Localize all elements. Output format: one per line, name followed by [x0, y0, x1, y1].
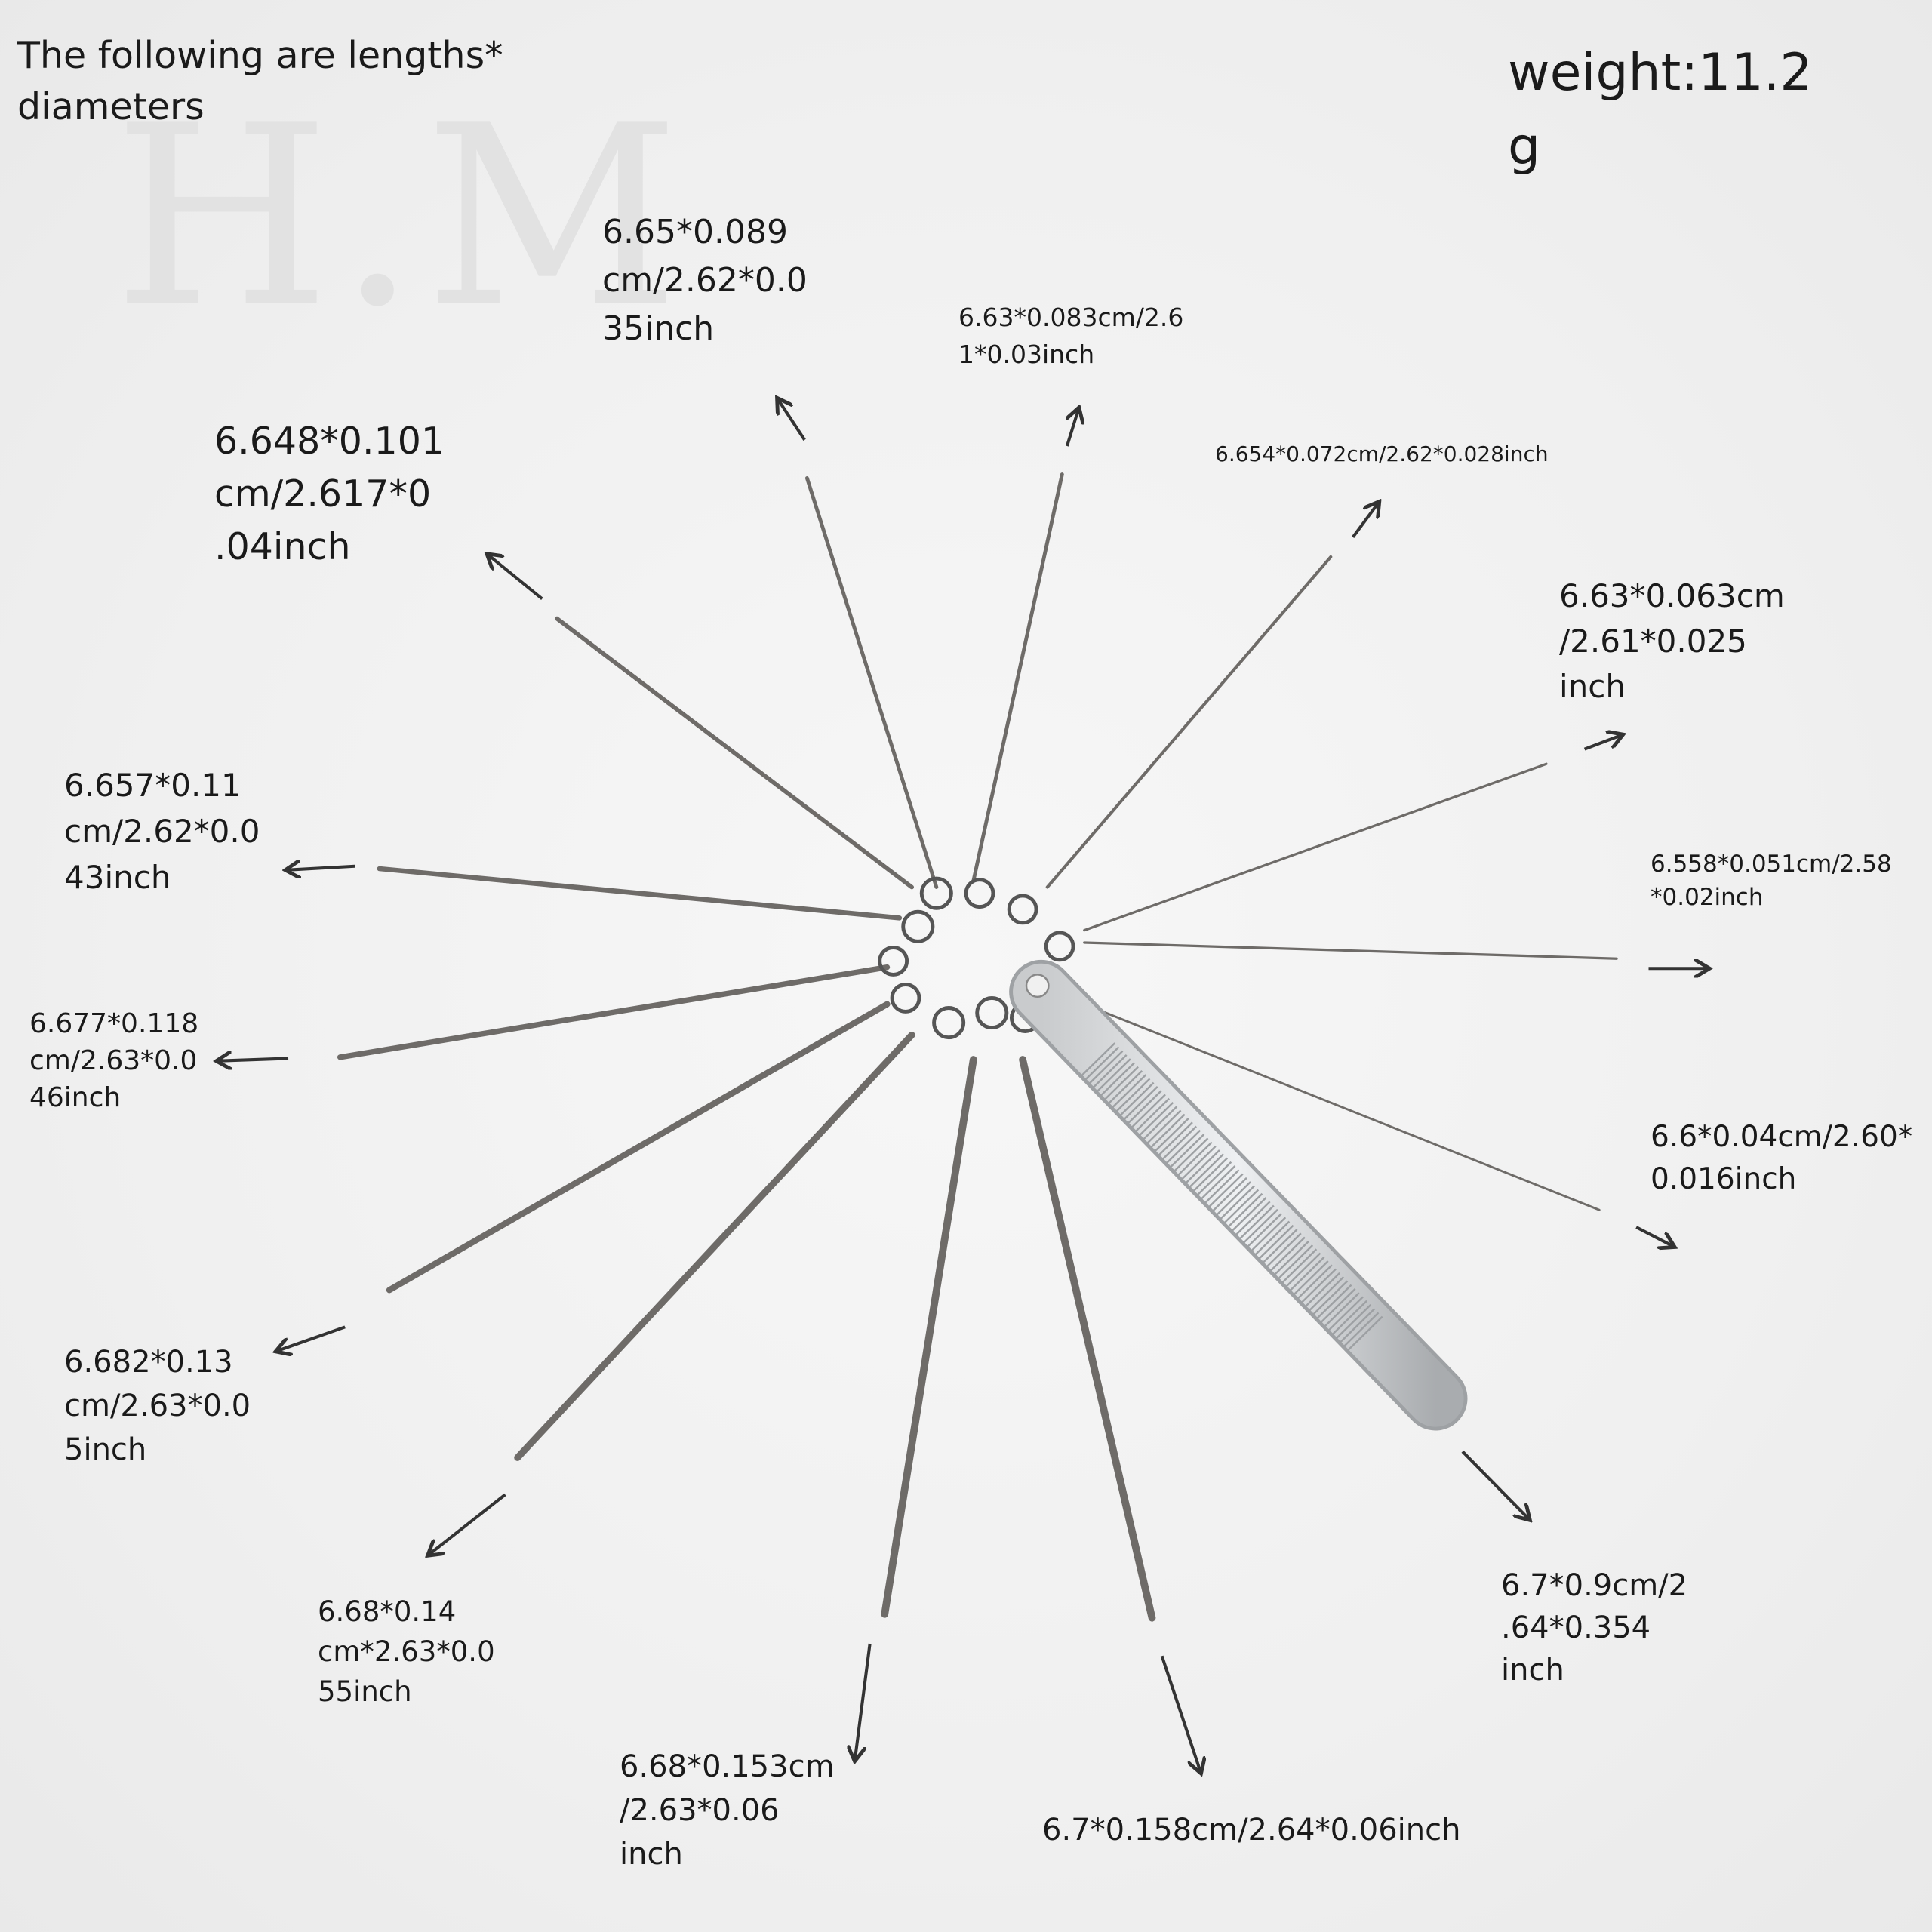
arrow [1160, 1655, 1201, 1770]
dimension-label: 6.7*0.158cm/2.64*0.06inch [1042, 1813, 1461, 1847]
arrow [220, 1058, 289, 1060]
dimension-label: 6.65*0.089 cm/2.62*0.0 35inch [602, 213, 808, 348]
arrow [1065, 411, 1078, 447]
needle [337, 964, 891, 1060]
needle [1083, 762, 1548, 932]
arrow [278, 1325, 346, 1350]
needle [514, 1031, 915, 1461]
dimension-label: 6.63*0.063cm /2.61*0.025 inch [1559, 577, 1785, 705]
dimension-label: 6.63*0.083cm/2.6 1*0.03inch [958, 303, 1184, 369]
dimension-label: 6.6*0.04cm/2.60* 0.016inch [1651, 1120, 1913, 1196]
dimension-label: 6.558*0.051cm/2.58 *0.02inch [1651, 851, 1892, 911]
header-title: The following are lengths* diameters [17, 34, 503, 128]
arrow [855, 1643, 872, 1758]
needle [881, 1056, 977, 1618]
dimension-label: 6.648*0.101 cm/2.617*0 .04inch [214, 420, 445, 568]
needle [971, 472, 1064, 883]
dimension-label: 6.68*0.14 cm*2.63*0.0 55inch [318, 1595, 495, 1708]
dimension-label: 6.682*0.13 cm/2.63*0.0 5inch [64, 1345, 251, 1467]
dimension-label: 6.68*0.153cm /2.63*0.06 inch [620, 1749, 835, 1872]
needle [1083, 1003, 1601, 1211]
arrow [430, 1493, 506, 1553]
needle [1045, 555, 1333, 889]
needle [1083, 941, 1618, 960]
dimension-label: 6.654*0.072cm/2.62*0.028inch [1215, 441, 1549, 466]
watermark-logo: H.M [113, 72, 688, 361]
arrow [489, 555, 543, 601]
needle [377, 866, 903, 921]
arrow [1583, 736, 1620, 751]
arrow [1352, 504, 1378, 539]
needle [555, 616, 915, 890]
arrow [779, 401, 806, 441]
needle [386, 1001, 891, 1294]
needle [804, 476, 939, 889]
dimension-label: 6.677*0.118 cm/2.63*0.0 46inch [29, 1008, 199, 1113]
arrow [288, 866, 355, 870]
weight-label: weight:11.2 g [1508, 43, 1813, 177]
dimension-label: 6.657*0.11 cm/2.62*0.0 43inch [64, 767, 260, 896]
needle [1019, 1056, 1156, 1622]
arrow [1461, 1450, 1528, 1518]
dimension-label: 6.7*0.9cm/2 .64*0.354 inch [1501, 1568, 1688, 1687]
arrow [1635, 1226, 1672, 1245]
nail-file [1009, 959, 1468, 1431]
